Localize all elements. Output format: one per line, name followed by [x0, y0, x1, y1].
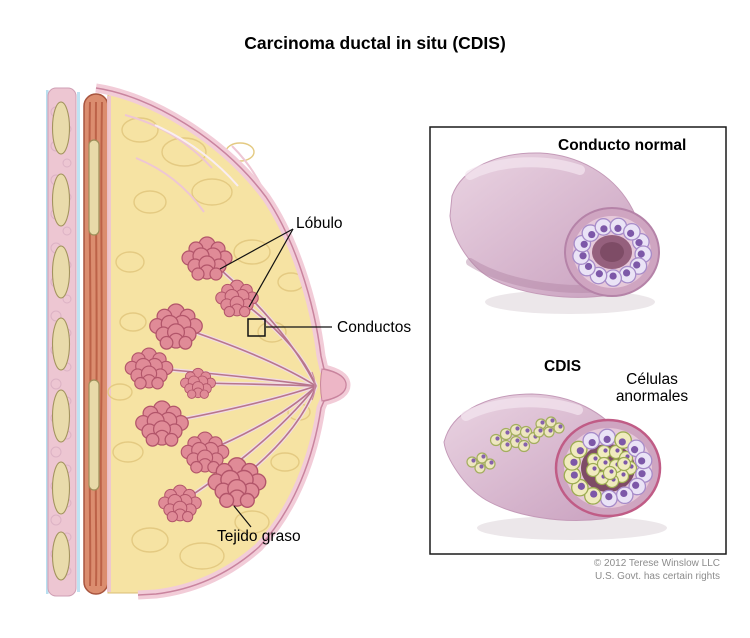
credit-line-1: © 2012 Terese Winslow LLC — [593, 558, 720, 569]
fascia-line — [77, 92, 80, 592]
normal-duct-lumen-center — [600, 242, 624, 262]
duct-marker-box — [247, 318, 266, 337]
lobule-leader-line-1 — [219, 228, 294, 270]
fatty-tissue-leader-line — [233, 505, 252, 528]
copyright-credit: © 2012 Terese Winslow LLC U.S. Govt. has… — [594, 558, 720, 583]
areola-line — [311, 371, 316, 401]
nipple — [320, 368, 347, 402]
abnormal-surface-cells — [489, 423, 541, 453]
chest-wall-layers — [46, 87, 109, 597]
cdis-duct-illustration — [443, 393, 667, 540]
label-tejido-graso: Tejido graso — [217, 528, 301, 545]
cdis-duct-highlight — [461, 397, 583, 421]
cdis-duct-shadow — [477, 516, 667, 540]
label-conducto-normal: Conducto normal — [558, 137, 687, 154]
label-cdis: CDIS — [544, 358, 582, 375]
fascia-blue-line — [46, 90, 49, 594]
label-conductos: Conductos — [337, 319, 412, 336]
label-celulas-anormales: Células anormales — [615, 371, 689, 405]
credit-line-2: U.S. Govt. has certain rights — [594, 570, 720, 582]
normal-duct-highlight — [465, 157, 585, 180]
label-lobulo: Lóbulo — [296, 215, 343, 232]
retro-fascia — [107, 96, 111, 592]
lobule-leader-line-2 — [248, 228, 294, 308]
subcutis-fat-ovals — [51, 101, 71, 581]
abnormal-surface-cells — [466, 452, 496, 474]
abnormal-surface-cells — [533, 416, 565, 438]
normal-duct-illustration — [449, 152, 660, 314]
intramuscular-fat — [88, 139, 100, 491]
normal-duct-cell-ring — [572, 217, 653, 287]
cdis-lumen-cells — [585, 444, 638, 489]
page-title: Carcinoma ductal in situ (CDIS) — [244, 33, 506, 53]
cdis-duct-cell-ring — [563, 428, 653, 508]
